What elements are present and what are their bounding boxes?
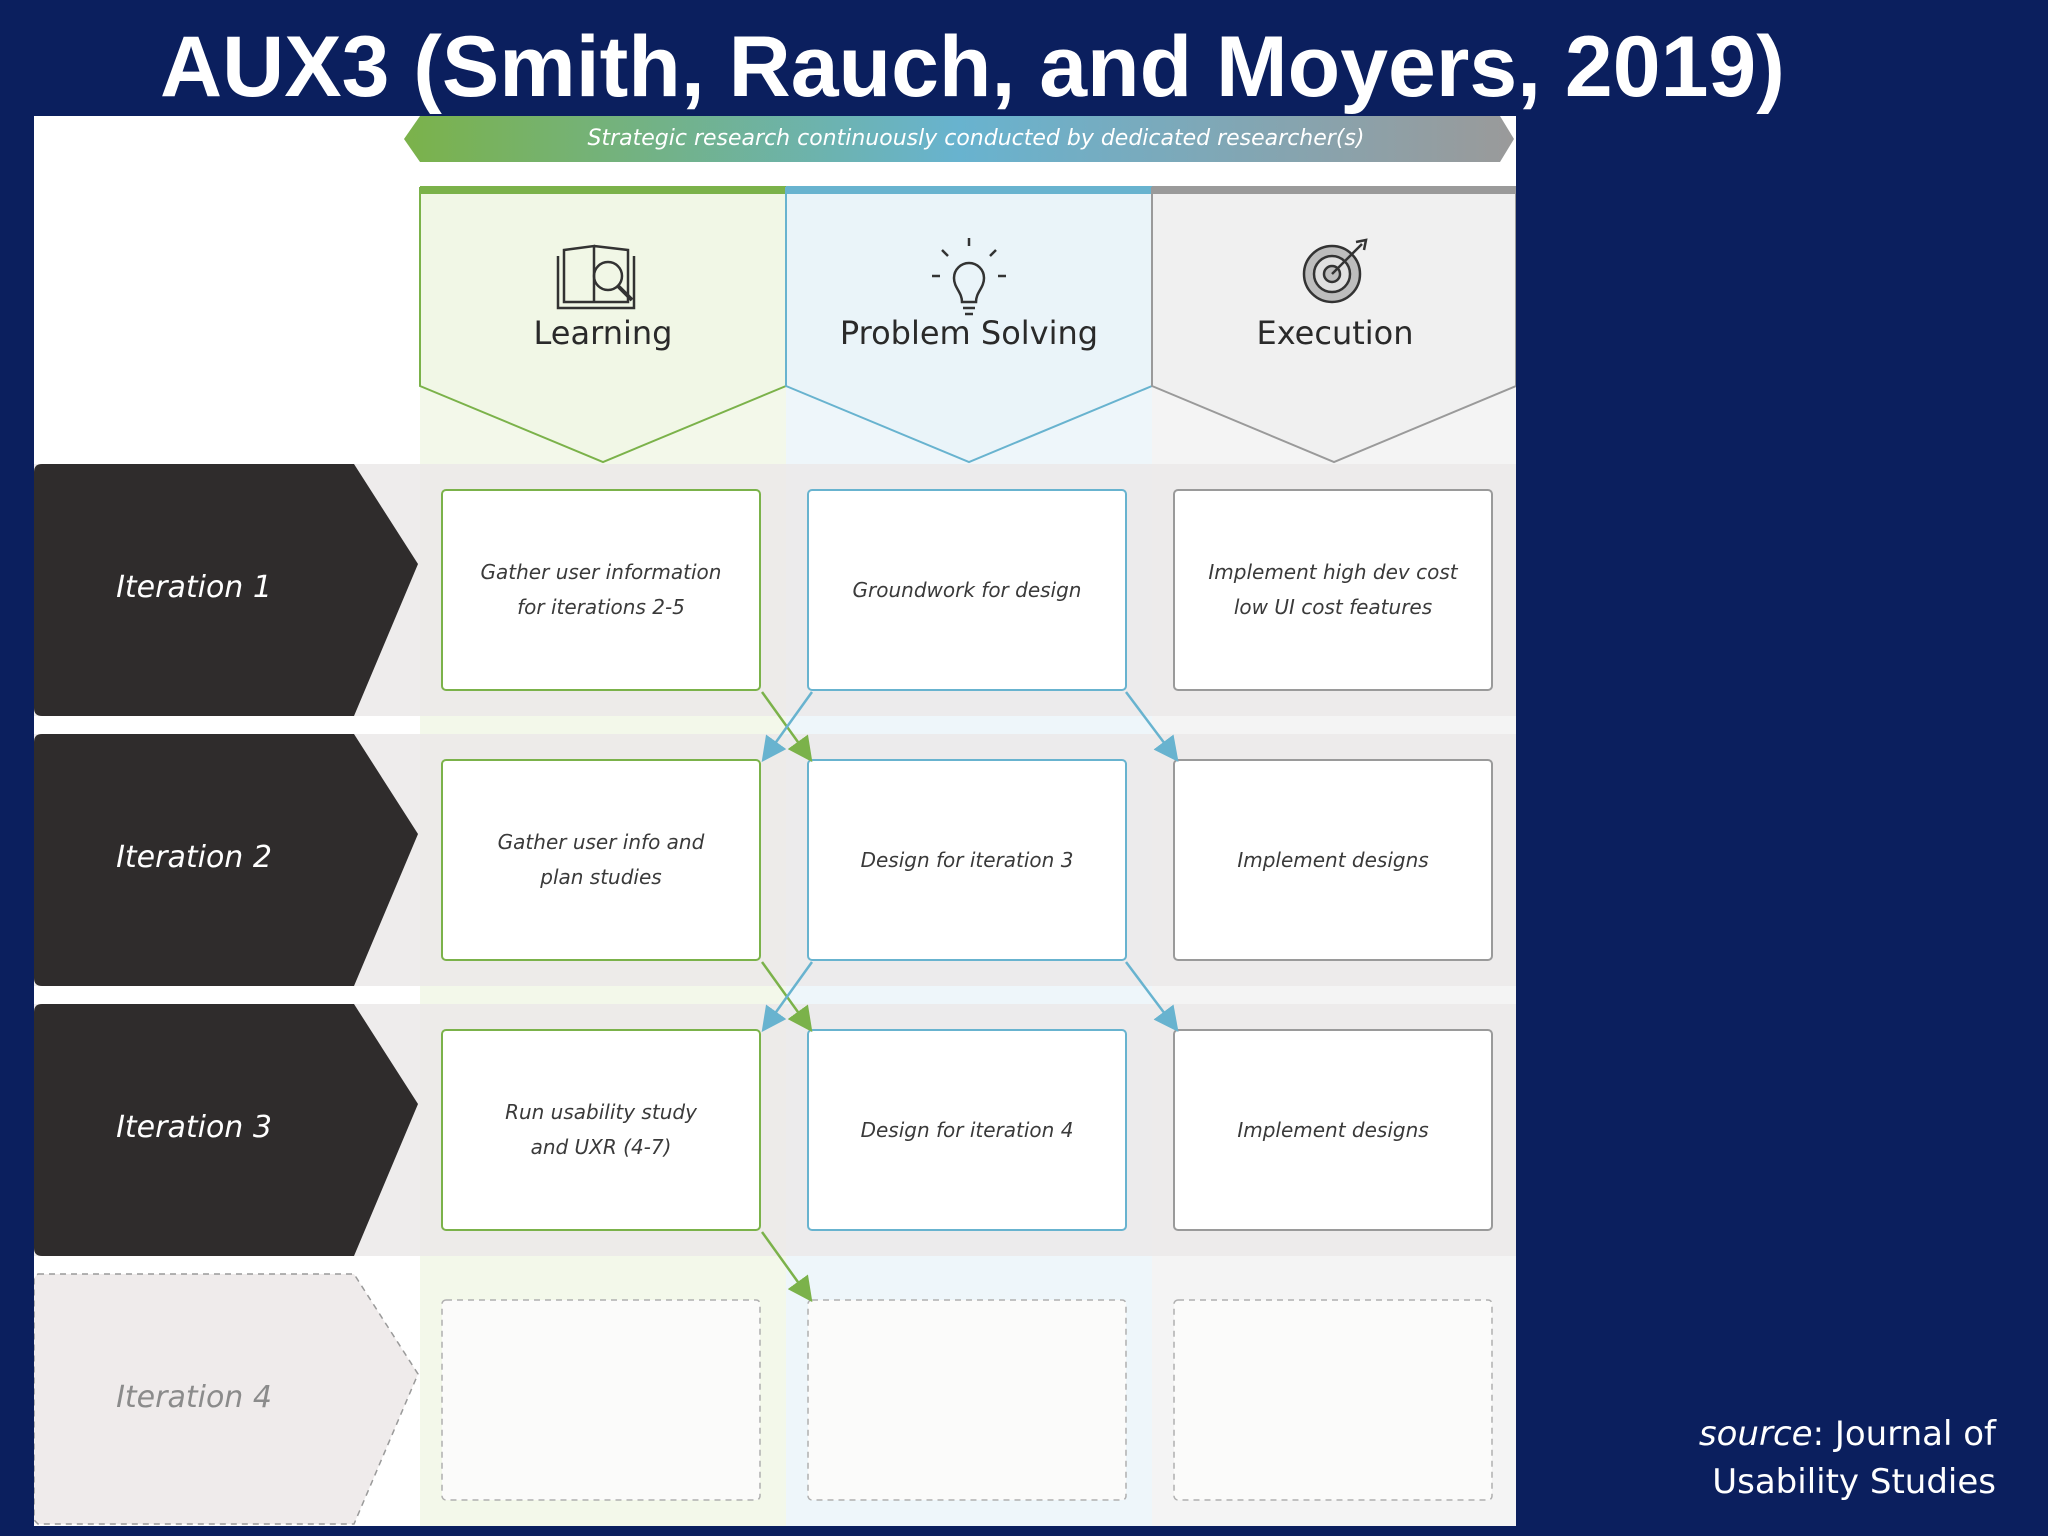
row-label-iteration-3: Iteration 3	[116, 1110, 272, 1145]
cell-text-problem-solving-iteration-1: Groundwork for design	[817, 490, 1117, 690]
cell-execution-iteration-3	[1173, 1029, 1493, 1231]
cell-problem-solving-iteration-2	[807, 759, 1127, 961]
cell-text-learning-iteration-1: Gather user information for iterations 2-…	[451, 490, 751, 690]
cell-problem-solving-iteration-4	[807, 1299, 1127, 1501]
cell-learning-iteration-4	[441, 1299, 761, 1501]
cell-line: Gather user info and	[497, 830, 705, 854]
arrow-learning-2-to-ps-3	[760, 961, 813, 1033]
cell-line: plan studies	[540, 865, 662, 889]
iteration-2-chevron	[34, 734, 418, 986]
cell-text-execution-iteration-3: Implement designs	[1183, 1030, 1483, 1230]
cell-learning-iteration-1	[441, 489, 761, 691]
arrow-ps-2-to-exec-3	[1125, 961, 1179, 1032]
problem-solving-header-bar	[786, 186, 1152, 194]
cell-line: Gather user information	[480, 560, 722, 584]
cell-line: and UXR (4-7)	[530, 1135, 672, 1159]
cell-problem-solving-iteration-1	[807, 489, 1127, 691]
cell-text-execution-iteration-2: Implement designs	[1183, 760, 1483, 960]
cell-line: Run usability study	[505, 1100, 697, 1124]
cell-execution-iteration-4	[1173, 1299, 1493, 1501]
iteration-3-chevron	[34, 1004, 418, 1256]
source-label: source	[1698, 1414, 1813, 1454]
column-label-execution: Execution	[1256, 314, 1414, 352]
cell-text-execution-iteration-1: Implement high dev cost low UI cost featu…	[1183, 490, 1483, 690]
arrow-ps-1-to-exec-2	[1125, 691, 1179, 762]
arrow-ps-1-to-learning-2	[761, 691, 814, 763]
source-note: source: Journal of Usability Studies	[1636, 1410, 1996, 1506]
flow-arrows	[760, 691, 1179, 1303]
source-journal-part2: Usability Studies	[1712, 1462, 1996, 1502]
cell-execution-iteration-2	[1173, 759, 1493, 961]
lightbulb-icon	[932, 238, 1006, 316]
arrow-ps-2-to-learning-3	[761, 961, 814, 1033]
cell-line: low UI cost features	[1233, 595, 1433, 619]
arrow-learning-1-to-ps-2	[760, 691, 813, 763]
execution-header-bar	[1152, 186, 1516, 194]
cell-line: Implement designs	[1237, 1117, 1429, 1142]
slide-title: AUX3 (Smith, Rauch, and Moyers, 2019)	[160, 19, 1785, 115]
cell-problem-solving-iteration-3	[807, 1029, 1127, 1231]
cell-line: Implement designs	[1237, 847, 1429, 872]
book-magnifier-icon	[556, 244, 636, 310]
cell-boxes	[441, 489, 1493, 1501]
row-label-iteration-2: Iteration 2	[116, 840, 272, 875]
research-banner	[404, 116, 1514, 162]
cell-text-problem-solving-iteration-2: Design for iteration 3	[817, 760, 1117, 960]
diagram-canvas	[34, 116, 1516, 1526]
cell-text-learning-iteration-2: Gather user info and plan studies	[451, 760, 751, 960]
diagram-figure: Strategic research continuously conducte…	[34, 116, 1516, 1526]
iteration-4-chevron	[34, 1273, 419, 1525]
cell-line: Groundwork for design	[852, 577, 1082, 602]
row-label-iteration-1: Iteration 1	[116, 570, 272, 605]
cell-line: Design for iteration 4	[860, 1117, 1074, 1142]
column-label-learning: Learning	[533, 314, 673, 352]
arrow-learning-3-to-ps-4	[760, 1231, 813, 1303]
column-label-problem-solving: Problem Solving	[839, 314, 1099, 352]
cell-line: Implement high dev cost	[1208, 560, 1458, 584]
cell-learning-iteration-3	[441, 1029, 761, 1231]
cell-execution-iteration-1	[1173, 489, 1493, 691]
cell-line: Design for iteration 3	[860, 847, 1074, 872]
cell-text-problem-solving-iteration-3: Design for iteration 4	[817, 1030, 1117, 1230]
cell-text-learning-iteration-3: Run usability study and UXR (4-7)	[451, 1030, 751, 1230]
row-label-iteration-4: Iteration 4	[116, 1380, 272, 1415]
cell-line: for iterations 2-5	[517, 595, 685, 619]
source-journal-part1: : Journal of	[1812, 1414, 1996, 1454]
learning-header-bar	[420, 186, 786, 194]
cell-learning-iteration-2	[441, 759, 761, 961]
iteration-1-chevron	[34, 464, 418, 716]
research-banner-label: Strategic research continuously conducte…	[587, 126, 1365, 151]
target-icon	[1302, 238, 1368, 304]
